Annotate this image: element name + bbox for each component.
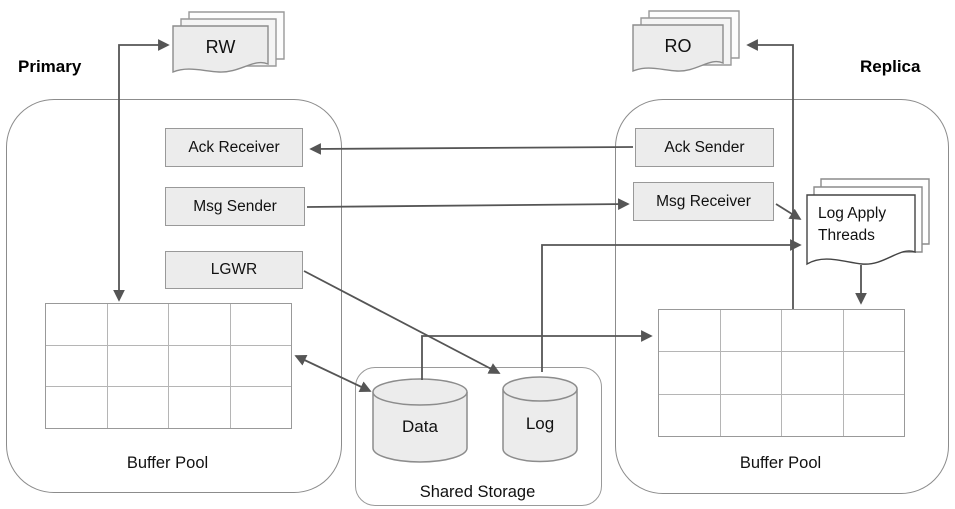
buffer-pool-cell [230,304,291,345]
log-apply-threads-label: Log Apply Threads [818,205,887,244]
replica-label: Replica [860,57,921,76]
buffer-pool-cell [230,345,291,387]
rw-client-label: RW [205,36,236,57]
lgwr-box: LGWR [165,251,303,289]
msg-receiver-box: Msg Receiver [633,182,774,221]
buffer-pool-cell [843,394,904,436]
buffer-pool-cell [107,304,168,345]
replica-buffer-pool-caption: Buffer Pool [739,454,822,472]
buffer-pool-cell [782,352,843,394]
ro-client-label: RO [664,35,692,56]
buffer-pool-cell [843,310,904,352]
buffer-pool-cell [720,394,781,436]
shared-storage-caption: Shared Storage [419,483,536,501]
msg-sender-box: Msg Sender [165,187,305,226]
ack-sender-box: Ack Sender [635,128,774,167]
primary-buffer-pool-caption: Buffer Pool [126,454,209,472]
buffer-pool-cell [659,394,720,436]
buffer-pool-cell [843,352,904,394]
buffer-pool-cell [659,352,720,394]
buffer-pool-cell [46,387,107,428]
buffer-pool-cell [169,387,230,428]
buffer-pool-cell [230,387,291,428]
replica-buffer-pool-grid [658,309,905,437]
ack-receiver-box: Ack Receiver [165,128,303,167]
buffer-pool-cell [169,304,230,345]
buffer-pool-cell [782,310,843,352]
buffer-pool-cell [782,394,843,436]
buffer-pool-cell [107,387,168,428]
data-disk-label: Data [402,417,438,436]
buffer-pool-cell [659,310,720,352]
log-disk-label: Log [525,414,555,433]
buffer-pool-cell [46,304,107,345]
arrow-acksender-ackreceiver [309,143,634,155]
primary-label: Primary [18,57,82,76]
buffer-pool-cell [107,345,168,387]
buffer-pool-cell [720,352,781,394]
arrow-msgsender-msgreceiver [306,198,630,210]
primary-buffer-pool-grid [45,303,292,429]
buffer-pool-cell [169,345,230,387]
buffer-pool-cell [46,345,107,387]
buffer-pool-cell [720,310,781,352]
